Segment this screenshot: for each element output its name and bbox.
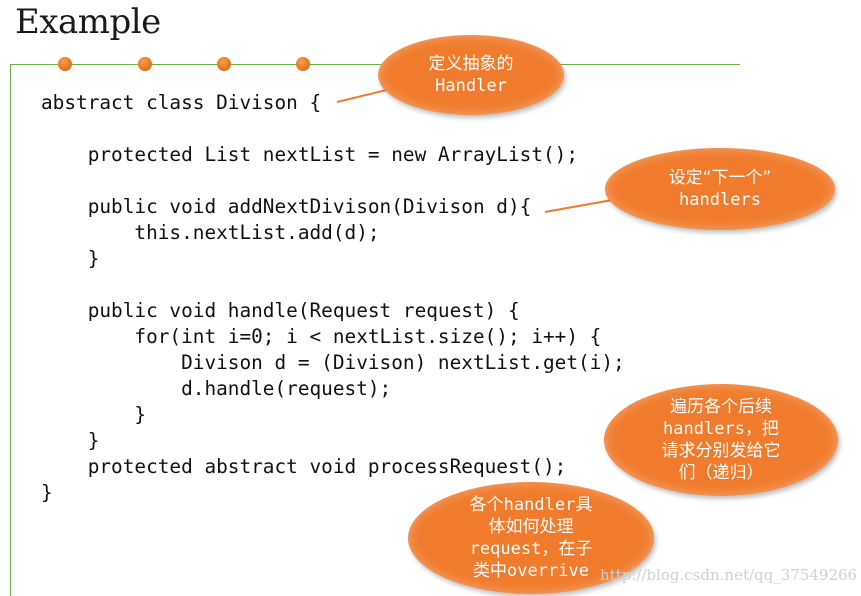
callout-override-line1-code: handler [503,495,576,515]
callout-abstract-handler-line2: Handler [435,76,507,96]
code-line: protected abstract void processRequest()… [41,455,567,478]
code-line: } [41,481,53,504]
code-line: public void addNextDivison(Divison d){ [41,195,532,218]
callout-abstract-handler: 定义抽象的 Handler [378,35,564,115]
callout-override-line3-text: ，在子 [541,539,593,559]
bullet-dot-2 [138,57,152,71]
callout-override-line2: 体如何处理 [488,517,574,537]
callout-override-line3-code: request [469,539,542,559]
callout-iterate-line2-text: ，把 [744,419,779,439]
code-line: public void handle(Request request) { [41,299,520,322]
frame-top-line [10,64,740,65]
callout-next-handlers-line1: 设定“下一个” [668,168,772,188]
callout-iterate-line2: handlers，把 [662,418,781,440]
callout-iterate-line4: 们（递归） [678,463,764,483]
callout-iterate-line3: 请求分别发给它 [661,441,781,461]
callout-override-line4-code: overrive [507,561,589,581]
callout-iterate-line2-code: handlers [663,419,745,439]
callout-next-handlers-line2: handlers [679,190,761,210]
callout-iterate-line1: 遍历各个后续 [670,397,772,417]
code-line: protected List nextList = new ArrayList(… [41,143,579,166]
callout-override-line1: 各个handler具 [470,494,593,516]
bullet-dot-1 [58,57,72,71]
callout-override-line4: 类中overrive [470,560,593,582]
callout-abstract-handler-line1: 定义抽象的 [428,54,514,74]
callout-override-line4-pre: 类中 [473,561,508,581]
code-line: this.nextList.add(d); [41,221,380,244]
code-line: d.handle(request); [41,377,392,400]
watermark-text: http://blog.csdn.net/qq_37549266 [600,566,858,584]
code-line: Divison d = (Divison) nextList.get(i); [41,351,625,374]
slide-title: Example [15,2,161,42]
code-line: for(int i=0; i < nextList.size(); i++) { [41,325,602,348]
callout-override: 各个handler具 体如何处理 request，在子 类中overrive [408,482,654,594]
code-line: } [41,403,147,426]
code-line: } [41,247,100,270]
callout-iterate: 遍历各个后续 handlers，把 请求分别发给它 们（递归） [604,384,838,496]
code-block: abstract class Divison { protected List … [41,90,625,506]
callout-override-line1-post: 具 [575,495,593,515]
code-line: abstract class Divison { [41,91,322,114]
bullet-dot-4 [296,57,310,71]
connector-next-handlers [544,199,613,213]
callout-override-line1-pre: 各个 [469,495,504,515]
bullet-dot-3 [217,57,231,71]
callout-override-line3: request，在子 [470,538,593,560]
frame-left-line [10,64,11,596]
code-line: } [41,429,100,452]
callout-next-handlers: 设定“下一个” handlers [605,148,835,230]
